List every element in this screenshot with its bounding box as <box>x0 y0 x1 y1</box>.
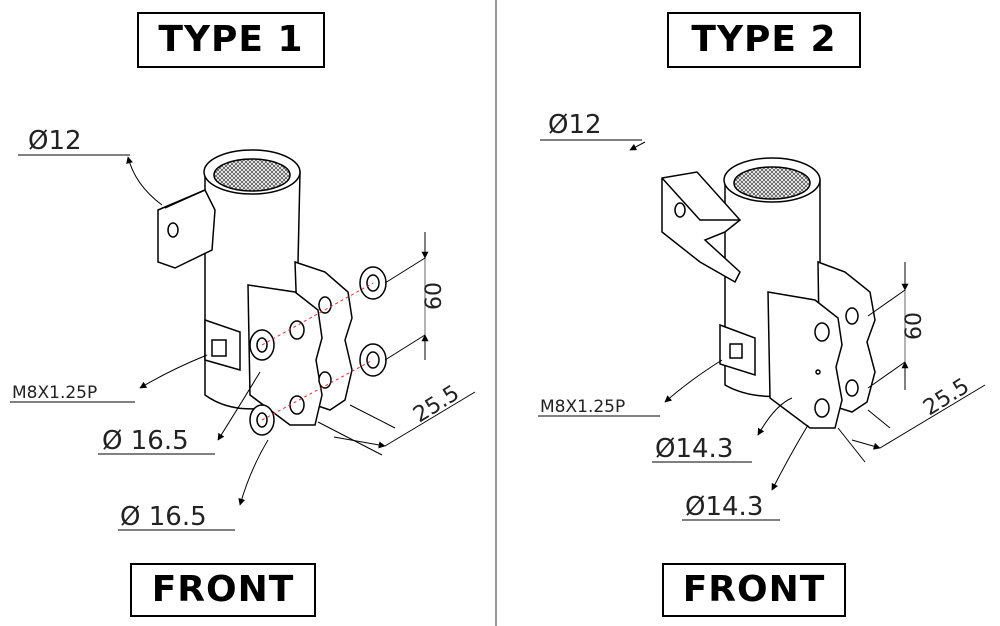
type1-dia-bracket-label: Ø12 <box>28 126 82 156</box>
type1-part-drawing <box>157 149 387 436</box>
type2-spacing-label: 60 <box>902 312 927 340</box>
type1-dimension-lines <box>10 154 476 531</box>
type1-title: TYPE 1 <box>137 12 325 68</box>
type2-front-label: FRONT <box>662 563 846 617</box>
type1-offset-label: 25.5 <box>409 381 464 428</box>
type2-part-drawing <box>661 157 876 429</box>
type1-front-label: FRONT <box>130 563 316 617</box>
type2-dia-bracket-label: Ø12 <box>548 110 602 140</box>
type2-dia-a-label: Ø14.3 <box>655 434 733 464</box>
type1-thread-label: M8X1.25P <box>12 383 97 403</box>
type2-offset-label: 25.5 <box>919 374 974 421</box>
type1-dia-b-label: Ø 16.5 <box>120 502 207 532</box>
type2-dimension-lines <box>538 139 986 521</box>
type2-thread-label: M8X1.25P <box>540 397 625 417</box>
type2-dia-b-label: Ø14.3 <box>685 492 763 522</box>
type2-title: TYPE 2 <box>667 12 861 68</box>
type1-dia-a-label: Ø 16.5 <box>102 426 189 456</box>
type1-spacing-label: 60 <box>422 282 447 310</box>
